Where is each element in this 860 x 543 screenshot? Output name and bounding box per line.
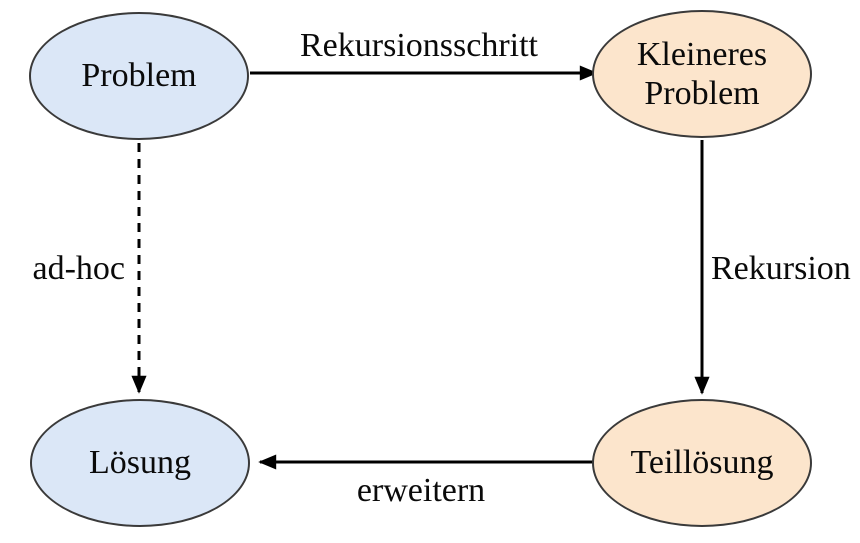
node-kleineres-problem-label-line2: Problem [644,75,760,112]
edge-label-ad-hoc: ad-hoc [32,250,125,287]
node-teilloesung-label: Teillösung [630,444,774,482]
node-problem: Problem [29,12,249,140]
node-loesung: Lösung [30,399,250,527]
node-loesung-label: Lösung [89,444,191,482]
edge-label-erweitern: erweitern [356,472,486,509]
edge-label-rekursionsschritt: Rekursionsschritt [300,27,538,64]
node-problem-label: Problem [81,57,197,95]
node-kleineres-problem-label-line1: Kleineres [636,35,768,73]
edge-label-rekursion: Rekursion [711,250,851,287]
node-teilloesung: Teillösung [592,399,812,527]
node-kleineres-problem: Kleineres Problem [592,10,812,138]
